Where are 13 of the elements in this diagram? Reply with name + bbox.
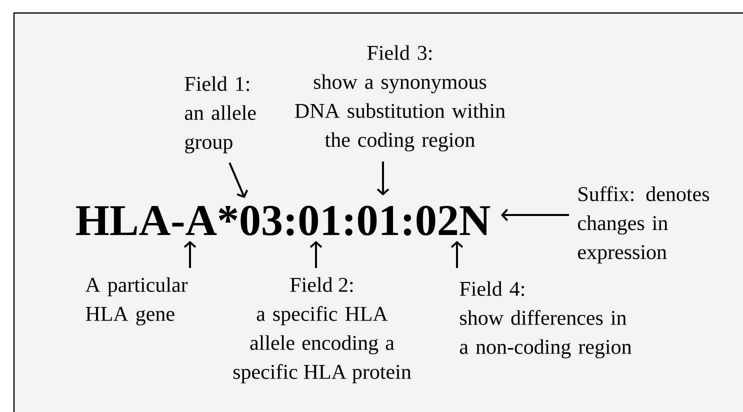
annotation-text: Field 4: show differences in a non-coding region <box>460 281 632 358</box>
arrow <box>184 240 196 268</box>
arrow <box>310 240 322 268</box>
annotation-text: Field 2: a specific HLA allele encoding a specific HLA protein <box>233 277 412 384</box>
annotation-text: Suffix: denotes changes in expression <box>578 186 710 264</box>
annotation-text: A particular HLA gene <box>85 277 188 326</box>
arrow <box>228 162 248 198</box>
annotation-text: Field 1: an allele group <box>184 76 256 154</box>
gene-name: HLA-A*03:01:01:02N <box>76 206 490 236</box>
arrow <box>376 162 390 196</box>
annotation-text: Field 3: show a synonymous DNA substitution within the coding region <box>295 45 506 152</box>
arrow <box>500 208 569 222</box>
arrow <box>450 240 464 268</box>
